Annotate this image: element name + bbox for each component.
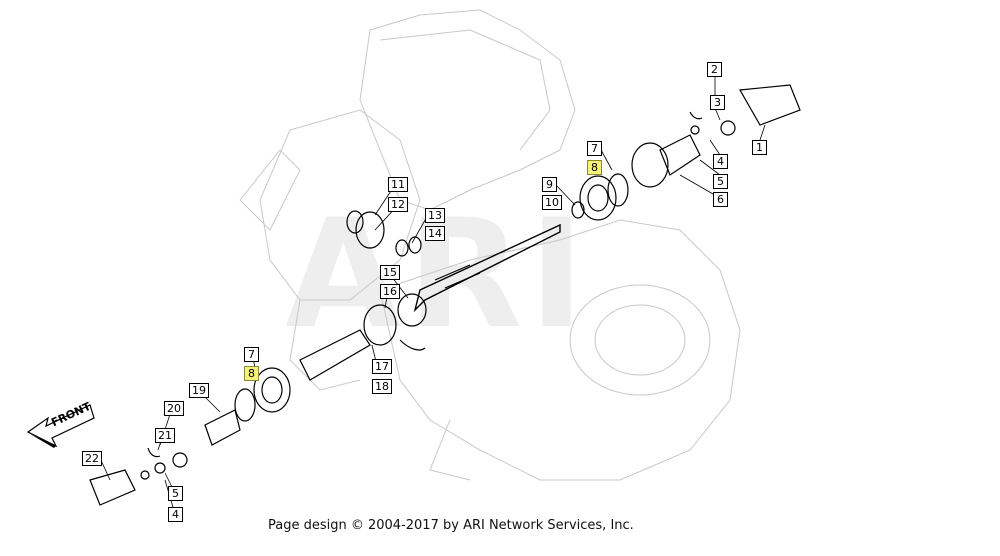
callout-18[interactable]: 18 [372,379,392,394]
callout-16[interactable]: 16 [380,284,400,299]
callout-4[interactable]: 4 [168,507,183,522]
callout-5[interactable]: 5 [168,486,183,501]
callout-11[interactable]: 11 [388,177,408,192]
callout-7[interactable]: 7 [587,141,602,156]
callout-15[interactable]: 15 [380,265,400,280]
callout-13[interactable]: 13 [425,208,445,223]
drive-shaft-assembly [89,84,801,506]
callout-8[interactable]: 8 [587,160,602,175]
engine-outline [239,9,741,481]
callout-1[interactable]: 1 [752,140,767,155]
callout-7[interactable]: 7 [244,347,259,362]
callout-20[interactable]: 20 [164,401,184,416]
callout-5[interactable]: 5 [713,174,728,189]
callout-8[interactable]: 8 [244,366,259,381]
callout-6[interactable]: 6 [713,192,728,207]
callout-21[interactable]: 21 [155,428,175,443]
callout-14[interactable]: 14 [425,226,445,241]
ari-watermark: ARI [285,188,591,362]
callout-2[interactable]: 2 [707,62,722,77]
callout-9[interactable]: 9 [542,177,557,192]
copyright-footer: Page design © 2004-2017 by ARI Network S… [268,518,634,533]
callout-19[interactable]: 19 [189,383,209,398]
callout-3[interactable]: 3 [710,95,725,110]
callout-4[interactable]: 4 [713,154,728,169]
callout-17[interactable]: 17 [372,359,392,374]
callout-12[interactable]: 12 [388,197,408,212]
callout-10[interactable]: 10 [542,195,562,210]
front-arrow [26,404,95,448]
callout-22[interactable]: 22 [82,451,102,466]
